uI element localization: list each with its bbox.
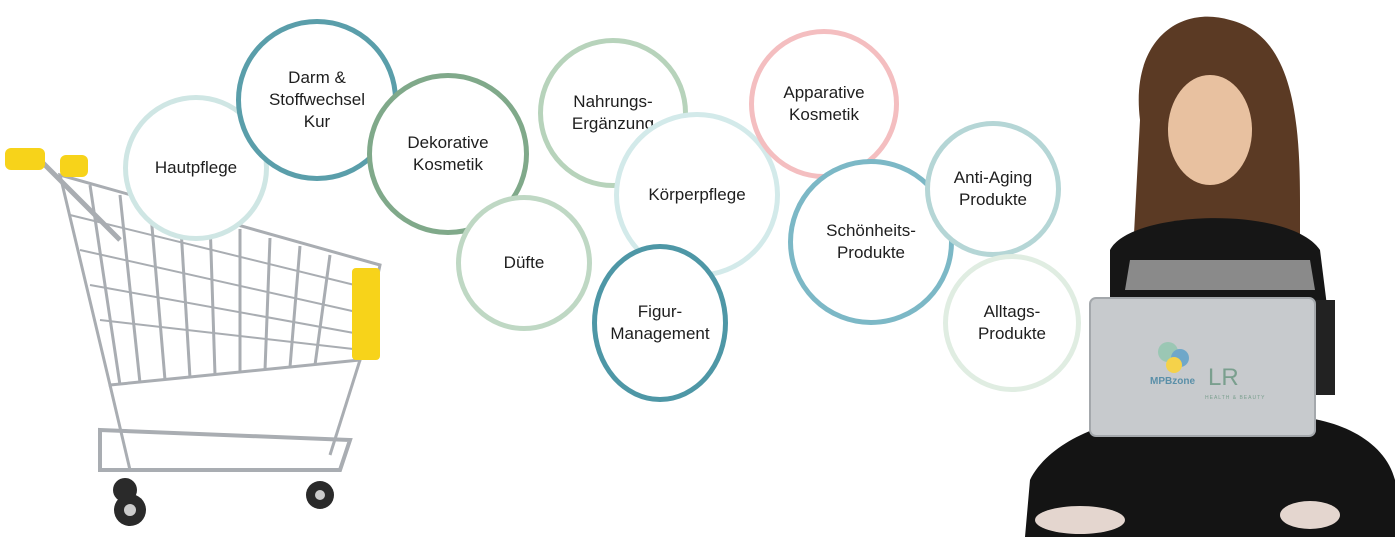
category-figur-management: Figur- Management [592,244,728,402]
category-hautpflege: Hautpflege [123,95,269,241]
category-label: Nahrungs- Ergänzung [571,92,655,133]
category-label: Dekorative Kosmetik [407,133,489,174]
category-anti-aging-produkte: Anti-Aging Produkte [925,121,1061,257]
category-label: Hautpflege [154,158,238,177]
woman-with-laptop-image [1025,16,1395,537]
category-apparative-kosmetik: Apparative Kosmetik [749,29,899,179]
category-label: Apparative Kosmetik [783,83,865,124]
shopping-cart-image [5,148,382,526]
logo-tagline: HEALTH & BEAUTY [1205,395,1266,401]
category-label: Figur- Management [610,302,710,343]
category-label: Darm & Stoffwechsel Kur [268,68,366,131]
laptop-logo: MPBzone LR HEALTH & BEAUTY [1150,364,1270,410]
category-label: Düfte [503,253,545,272]
category-duefte: Düfte [456,195,592,331]
category-alltagsprodukte: Alltags- Produkte [943,254,1081,392]
category-label: Schönheits- Produkte [826,221,916,262]
category-label: Alltags- Produkte [977,302,1047,343]
logo-brand: MPBzone [1150,376,1195,387]
category-label: Körperpflege [648,185,746,204]
category-label: Anti-Aging Produkte [953,168,1033,209]
logo-partner: LR [1208,364,1239,391]
